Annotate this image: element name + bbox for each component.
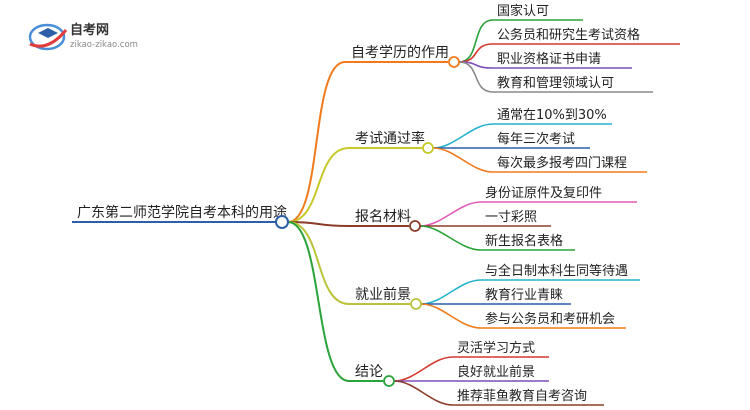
branch-label: 自考学历的作用	[351, 45, 449, 61]
leaf-node[interactable]: 身份证原件及复印件	[481, 185, 637, 203]
branch-connector	[287, 221, 350, 227]
leaf-node[interactable]: 通常在10%到30%	[493, 108, 612, 125]
leaf-label: 身份证原件及复印件	[485, 185, 602, 201]
leaf-node[interactable]: 国家认可	[493, 3, 583, 21]
root-node[interactable]: 广东第二师范学院自考本科的用途	[72, 204, 289, 229]
branch-connector	[287, 221, 350, 382]
leaf-connector	[420, 303, 482, 329]
leaf-node[interactable]: 良好就业前景	[453, 364, 549, 382]
leaf-label: 良好就业前景	[457, 364, 535, 380]
branch-connector	[287, 147, 350, 223]
logo: 自考网 zikao-zikao.com	[28, 22, 138, 51]
logo-cap-icon	[38, 28, 58, 38]
leaf-node[interactable]: 每年三次考试	[493, 131, 590, 149]
leaf-label: 灵活学习方式	[457, 340, 535, 356]
leaf-node[interactable]: 参与公务员和考研机会	[481, 311, 626, 329]
leaf-node[interactable]: 教育行业青睐	[481, 287, 571, 305]
logo-ring-icon	[28, 23, 66, 51]
leaf-label: 通常在10%到30%	[497, 108, 607, 123]
logo-title: 自考网	[70, 22, 109, 38]
leaf-label: 参与公务员和考研机会	[485, 311, 615, 327]
leaf-node[interactable]: 推荐菲鱼教育自考咨询	[453, 388, 604, 406]
branch-nodes: 自考学历的作用 国家认可公务员和研究生考试资格职业资格证书申请教育和管理领域认可考…	[345, 3, 680, 406]
branch-collapse-knob[interactable]	[409, 220, 421, 232]
leaf-connector	[458, 61, 494, 93]
root-label: 广东第二师范学院自考本科的用途	[77, 204, 287, 221]
branch-collapse-knob[interactable]	[383, 375, 395, 387]
leaf-label: 职业资格证书申请	[497, 51, 601, 67]
branch-collapse-knob[interactable]	[422, 142, 434, 154]
leaf-node[interactable]: 新生报名表格	[481, 233, 575, 251]
leaf-node[interactable]: 公务员和研究生考试资格	[493, 27, 680, 45]
branch-label: 考试通过率	[355, 130, 425, 147]
leaf-connector	[393, 356, 454, 382]
leaf-label: 新生报名表格	[485, 233, 563, 249]
leaf-connector	[420, 279, 482, 305]
leaf-connector	[393, 380, 454, 406]
leaf-connector	[458, 19, 494, 63]
branch-collapse-knob[interactable]	[410, 298, 422, 310]
branch-node[interactable]: 考试通过率	[349, 130, 434, 154]
branch-node[interactable]: 报名材料	[349, 209, 421, 232]
branch-label: 报名材料	[355, 209, 411, 225]
branch-node[interactable]: 自考学历的作用	[345, 45, 460, 68]
leaf-connector	[432, 123, 494, 149]
leaf-label: 教育和管理领域认可	[497, 75, 614, 91]
leaf-node[interactable]: 教育和管理领域认可	[493, 75, 653, 93]
branch-label: 就业前景	[355, 286, 411, 303]
connector-lines	[287, 19, 494, 406]
branch-label: 结论	[355, 364, 383, 380]
leaf-label: 国家认可	[497, 3, 549, 19]
branch-connector	[287, 221, 350, 305]
logo-swoosh-icon	[29, 29, 68, 48]
leaf-label: 推荐菲鱼教育自考咨询	[457, 388, 587, 404]
branch-connector	[287, 61, 346, 223]
leaf-connector	[458, 43, 494, 63]
leaf-label: 一寸彩照	[485, 210, 537, 225]
leaf-connector	[432, 147, 494, 173]
leaf-connector	[419, 201, 482, 227]
leaf-label: 每年三次考试	[497, 131, 575, 147]
leaf-label: 与全日制本科生同等待遇	[485, 263, 628, 279]
leaf-label: 每次最多报考四门课程	[497, 155, 627, 171]
leaf-node[interactable]: 每次最多报考四门课程	[493, 155, 647, 173]
branch-node[interactable]: 结论	[349, 364, 395, 387]
leaf-connector	[419, 225, 482, 251]
branch-collapse-knob[interactable]	[448, 56, 460, 68]
leaf-label: 公务员和研究生考试资格	[497, 27, 640, 43]
logo-subtitle: zikao-zikao.com	[70, 40, 138, 50]
branch-node[interactable]: 就业前景	[349, 286, 422, 310]
leaf-node[interactable]: 与全日制本科生同等待遇	[481, 263, 640, 281]
leaf-node[interactable]: 灵活学习方式	[453, 340, 549, 358]
leaf-label: 教育行业青睐	[485, 287, 563, 303]
leaf-node[interactable]: 一寸彩照	[481, 210, 551, 227]
leaf-node[interactable]: 职业资格证书申请	[493, 51, 632, 69]
root-collapse-knob[interactable]	[275, 215, 289, 229]
